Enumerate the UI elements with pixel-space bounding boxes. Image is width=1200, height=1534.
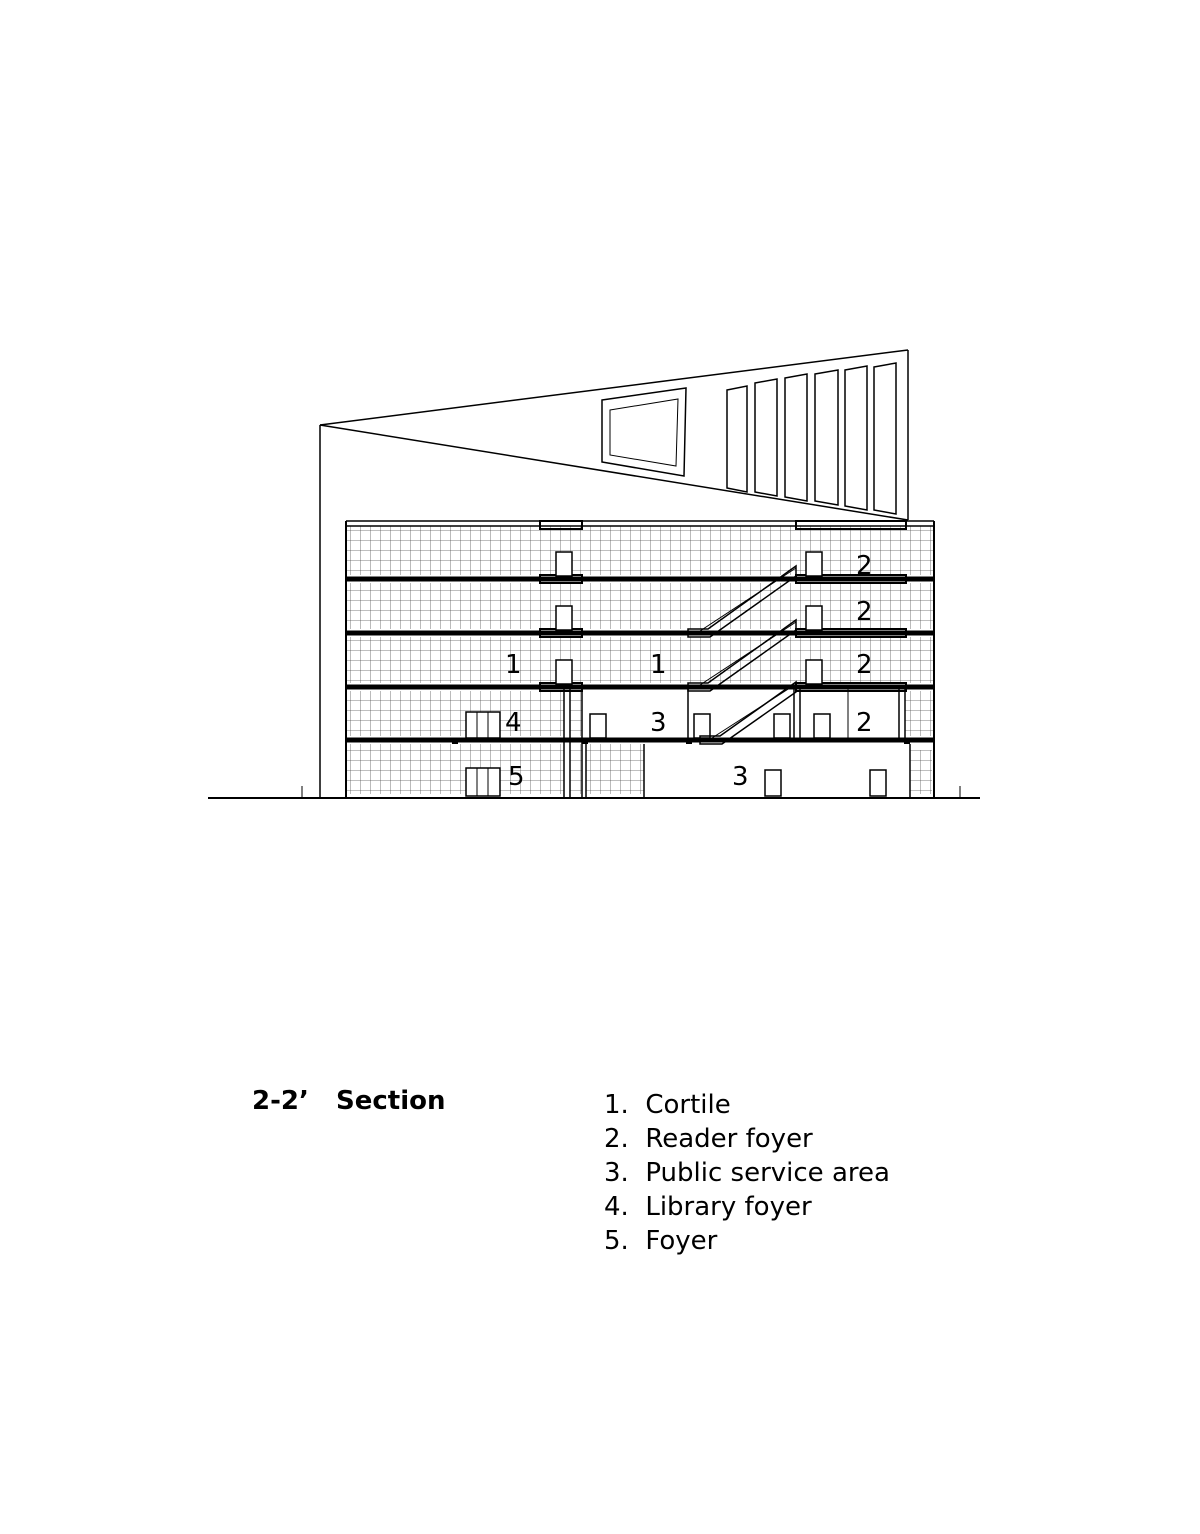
grid-infill: [346, 526, 934, 794]
building-section-drawing: 1 1 2 2 2 2 3 3 4 5: [208, 349, 980, 799]
legend-list: 1. Cortile 2. Reader foyer 3. Public ser…: [604, 1088, 890, 1258]
zone-tags: 1 1 2 2 2 2 3 3 4 5: [505, 551, 873, 792]
legend-item-public-service-area: 3. Public service area: [604, 1158, 890, 1188]
tag-reader-foyer-4: 2: [856, 708, 873, 738]
tag-foyer: 5: [508, 762, 525, 792]
tag-cortile-a: 1: [505, 650, 522, 680]
legend-item-foyer: 5. Foyer: [604, 1226, 718, 1256]
legend-item-reader-foyer: 2. Reader foyer: [604, 1124, 813, 1154]
tag-public-service-1: 3: [650, 708, 667, 738]
tag-reader-foyer-2: 2: [856, 597, 873, 627]
roof-wedge: [319, 349, 909, 797]
tag-library-foyer: 4: [505, 708, 522, 738]
skylight: [601, 387, 687, 477]
tag-public-service-2: 3: [732, 762, 749, 792]
tag-cortile-b: 1: [650, 650, 667, 680]
tag-reader-foyer-3: 2: [856, 650, 873, 680]
legend-item-library-foyer: 4. Library foyer: [604, 1192, 812, 1222]
roof-slots: [726, 362, 897, 515]
legend-item-cortile: 1. Cortile: [604, 1090, 731, 1120]
staircases: [687, 564, 797, 745]
section-title: 2-2’ Section: [252, 1086, 446, 1116]
structure: [208, 520, 980, 799]
tag-reader-foyer-1: 2: [856, 551, 873, 581]
